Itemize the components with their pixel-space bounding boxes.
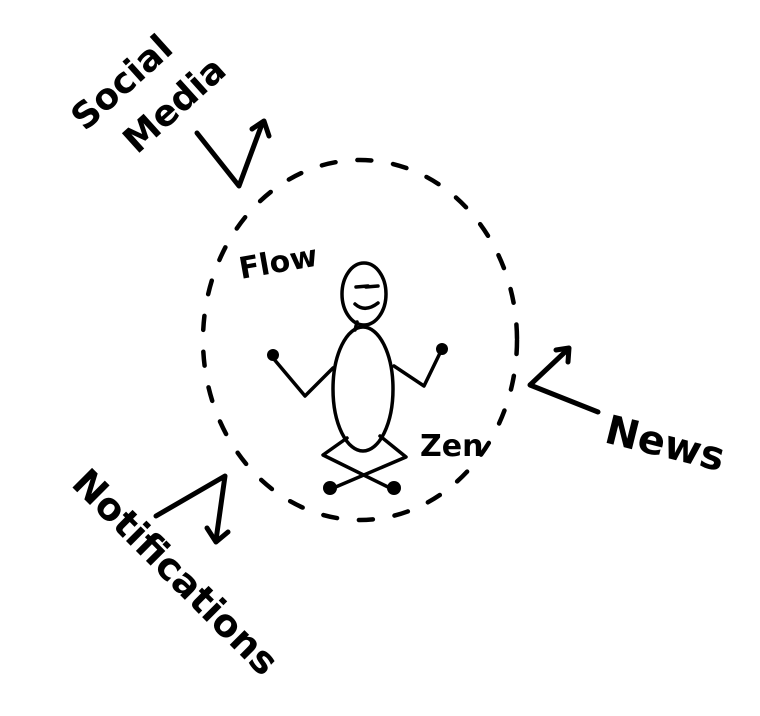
news-arrow (527, 345, 601, 415)
social-media-arrow (194, 118, 272, 189)
focus-boundary-circle (200, 157, 520, 523)
label-notifications: Notifications (64, 460, 288, 684)
label-flow: Flow (236, 239, 320, 287)
label-news: News (601, 407, 730, 481)
meditating-person-icon (267, 261, 448, 495)
label-zen: Zen (420, 429, 483, 464)
notifications-arrow (153, 473, 231, 545)
